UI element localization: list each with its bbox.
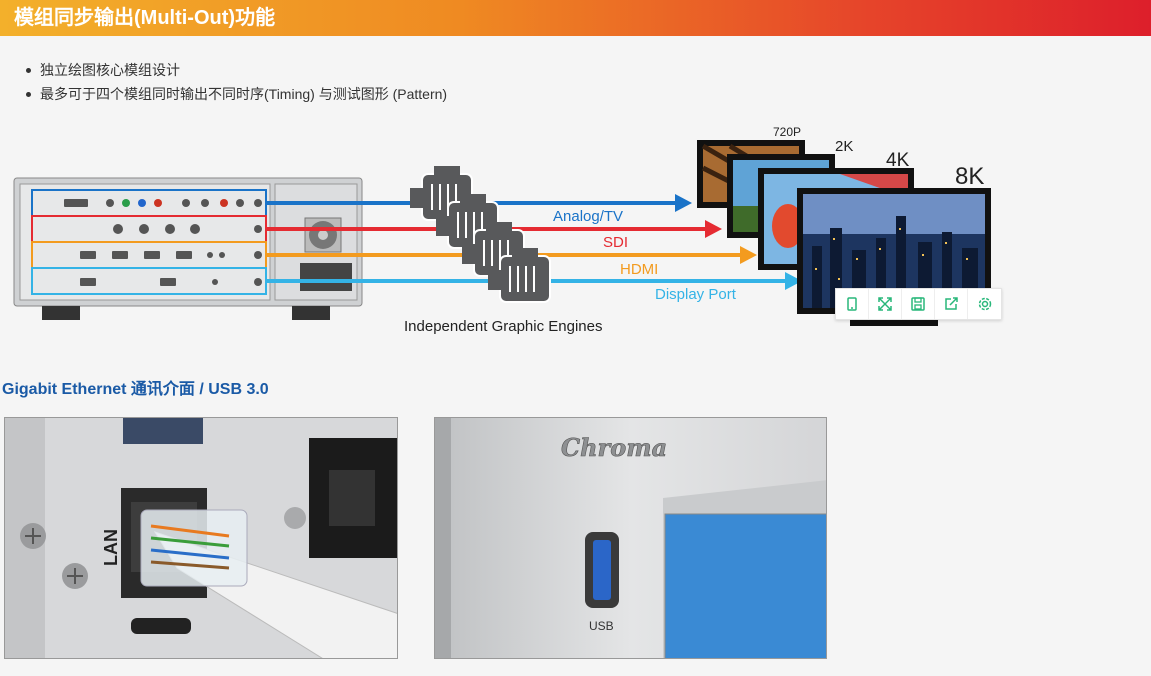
tablet-view-button[interactable] [836,289,869,319]
usb-label: USB [589,619,614,633]
save-icon [911,297,925,311]
settings-icon [978,297,991,311]
tablet-icon [847,297,857,311]
graphic-engine-icons [410,166,551,303]
display-stack [697,140,991,326]
brand-logo: Chroma [561,433,667,462]
feature-list: 独立绘图核心模组设计 最多可于四个模组同时输出不同时序(Timing) 与测试图… [24,58,447,106]
engines-caption: Independent Graphic Engines [404,318,602,335]
resolution-2k: 2K [835,138,853,155]
image-toolbar [835,288,1002,320]
output-label-hdmi: HDMI [620,261,658,278]
section-title-ethernet-usb: Gigabit Ethernet 通讯介面 / USB 3.0 [2,381,269,398]
output-label-sdi: SDI [603,234,628,251]
multi-out-diagram: Analog/TV SDI HDMI Display Port Independ… [13,125,991,335]
share-icon [945,297,958,310]
settings-button[interactable] [968,289,1001,319]
lan-label: LAN [101,529,121,566]
instrument-chassis-image [13,177,363,320]
resolution-720p: 720P [773,125,801,139]
feature-item: 最多可于四个模组同时输出不同时序(Timing) 与测试图形 (Pattern) [24,82,447,106]
expand-icon [878,297,892,311]
feature-item: 独立绘图核心模组设计 [24,58,447,82]
resolution-8k: 8K [955,163,984,190]
share-button[interactable] [935,289,968,319]
section-banner-multi-out: 模组同步输出(Multi-Out)功能 [0,0,1151,36]
lan-port-photo: LAN [4,417,398,659]
banner-title: 模组同步输出(Multi-Out)功能 [14,7,276,29]
save-image-button[interactable] [902,289,935,319]
output-label-displayport: Display Port [655,286,737,303]
output-label-analog: Analog/TV [553,208,623,225]
expand-button[interactable] [869,289,902,319]
resolution-4k: 4K [886,150,910,171]
usb-port-photo: Chroma USB [434,417,827,659]
